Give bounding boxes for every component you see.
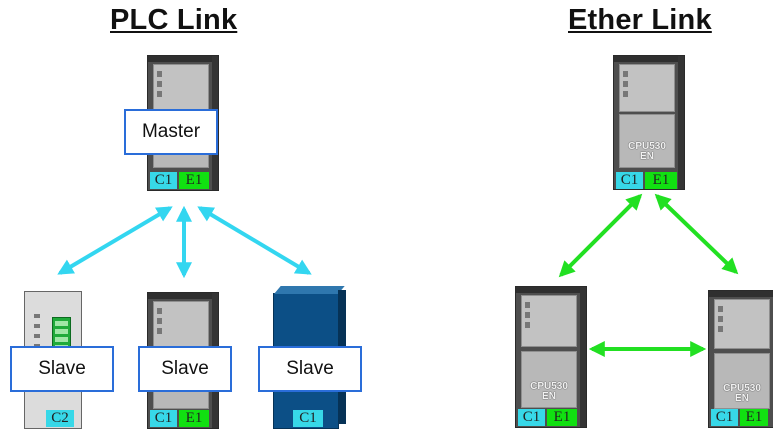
plc-link-arrows xyxy=(57,205,312,279)
ether-top-port-c1: C1 xyxy=(616,172,643,189)
master-label: Master xyxy=(124,109,218,155)
ether-left-port-e1: E1 xyxy=(547,409,577,426)
slave2-port-c1: C1 xyxy=(150,410,177,427)
arrow-master-slave1 xyxy=(57,206,173,275)
ether-right-cpu-variant: EN xyxy=(735,393,749,404)
slave2-label: Slave xyxy=(138,346,232,392)
ether-link-arrows xyxy=(558,193,739,357)
ether-left-cpu-variant: EN xyxy=(542,391,556,402)
ether-top-port-e1: E1 xyxy=(645,172,677,189)
ether-right-port-c1: C1 xyxy=(711,409,738,426)
ether-left-port-c1: C1 xyxy=(518,409,545,426)
master-port-e1: E1 xyxy=(179,172,209,189)
arrow-top-right xyxy=(654,193,739,275)
ether-link-title: Ether Link xyxy=(568,4,712,36)
arrow-master-slave3 xyxy=(197,206,312,275)
slave2-port-e1: E1 xyxy=(179,410,209,427)
plc-link-title: PLC Link xyxy=(110,4,238,36)
ether-top-cpu-variant: EN xyxy=(640,151,654,162)
master-port-c1: C1 xyxy=(150,172,177,189)
ether-top-cpu-model: CPU530 xyxy=(628,141,666,152)
slave3-port-c1: C1 xyxy=(293,410,323,427)
ether-left-cpu-model: CPU530 xyxy=(530,381,568,392)
slave1-label: Slave xyxy=(10,346,114,392)
ether-right-port-e1: E1 xyxy=(740,409,768,426)
slave1-port-c2: C2 xyxy=(46,410,74,427)
ether-right-cpu-model: CPU530 xyxy=(723,383,761,394)
slave3-label: Slave xyxy=(258,346,362,392)
arrow-top-left xyxy=(558,193,643,278)
